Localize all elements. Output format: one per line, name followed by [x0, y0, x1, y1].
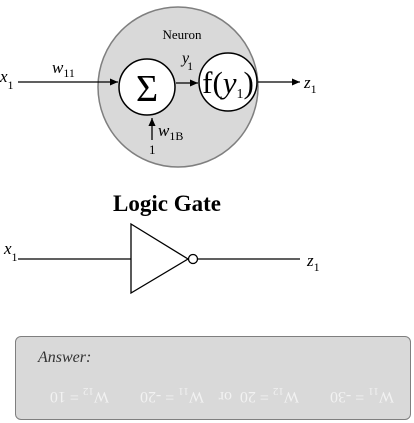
- gate-title: Logic Gate: [113, 191, 221, 216]
- activation-function-label: f(y1): [202, 65, 254, 102]
- hidden-answer-text: W11 = -30 W12 = 20 or W11 = -20 W12 = 10: [34, 381, 394, 407]
- gate-input-label: x1: [3, 239, 18, 264]
- activation-node: [198, 52, 258, 112]
- not-gate-triangle: [130, 222, 190, 295]
- bias-value: 1: [149, 142, 156, 157]
- answer-label: Answer:: [38, 349, 92, 366]
- hidden-answer-option: W11 = -20: [139, 384, 204, 405]
- neuron-body: [97, 6, 259, 168]
- weight-label: w11: [52, 58, 75, 80]
- neuron-diagram: Neuron Σ f(y1) x1 w11 y1 z1 w1B 1 Logic …: [0, 6, 320, 295]
- summation-node: [118, 58, 176, 116]
- output-label: z1: [303, 73, 317, 96]
- internal-label: y1: [180, 50, 193, 73]
- gate-output-label: z1: [306, 251, 320, 274]
- input-label: x1: [0, 67, 14, 92]
- hidden-answer-or: or: [218, 388, 232, 405]
- hidden-answer-option: W11 = -30: [329, 384, 394, 405]
- sigma-symbol: Σ: [136, 68, 158, 110]
- bias-weight-label: w1B: [158, 121, 183, 143]
- hidden-answer-option: W12 = 10: [49, 384, 109, 405]
- neuron-title: Neuron: [163, 27, 202, 42]
- hidden-answer-option: W12 = 20: [239, 384, 299, 405]
- not-gate-bubble: [187, 253, 199, 265]
- answer-box: Answer: W11 = -30 W12 = 20 or W11 = -20 …: [15, 336, 411, 420]
